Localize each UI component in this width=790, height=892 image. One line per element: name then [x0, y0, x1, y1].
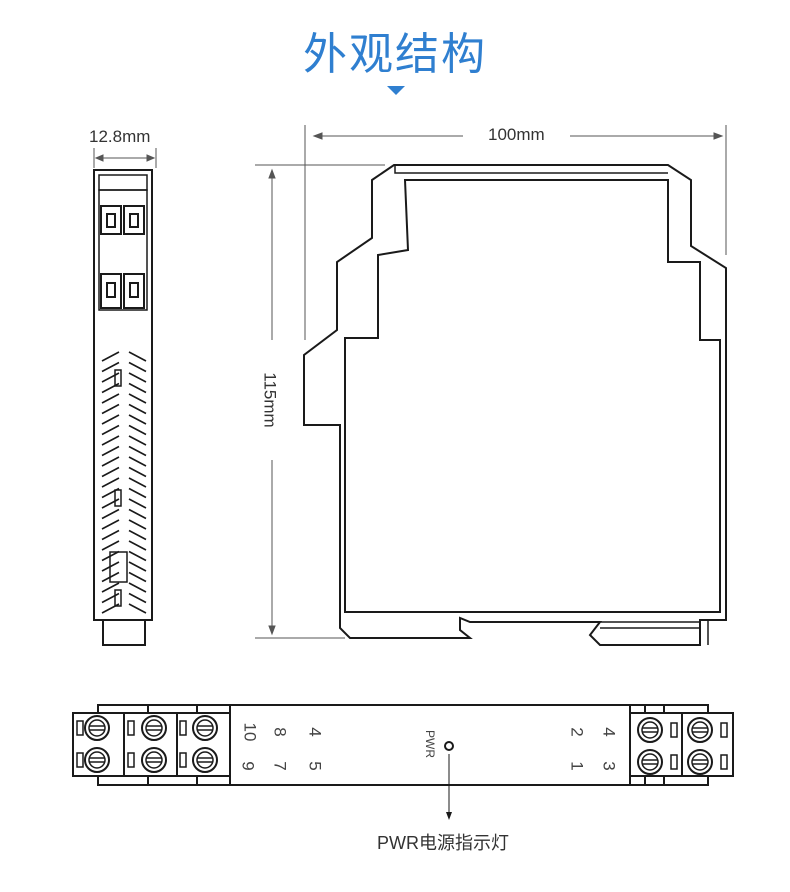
terminal-screw-icon: [637, 717, 663, 743]
terminal-slot: [76, 720, 84, 736]
length-label: 100mm: [488, 125, 545, 144]
terminal-label: 10: [240, 722, 260, 742]
vent-slot: [101, 403, 147, 415]
vent-slot: [101, 477, 147, 488]
vent-slot: [101, 498, 147, 509]
side-view: [303, 164, 727, 646]
vent-slot: [101, 414, 147, 425]
terminal-slot: [720, 722, 728, 738]
terminal-slot: [127, 752, 135, 768]
terminal-slot: [179, 752, 187, 768]
terminal-screw-icon: [687, 749, 713, 775]
pwr-caption: PWR电源指示灯: [377, 833, 509, 853]
vent-slot: [101, 382, 147, 394]
vent-slot: [101, 487, 147, 499]
terminal-label: 4: [599, 727, 619, 737]
vent-slot: [101, 540, 147, 551]
height-dimension: [255, 164, 385, 639]
top-view: [72, 704, 734, 820]
width-label: 12.8mm: [89, 127, 151, 146]
vent-slot: [101, 372, 147, 383]
terminal-screw-icon: [192, 747, 218, 773]
length-dimension: [304, 125, 727, 340]
terminal-screw-icon: [637, 749, 663, 775]
vent-slot: [101, 435, 147, 446]
width-dimension: [93, 148, 157, 168]
pwr-label: PWR: [423, 730, 437, 758]
terminal-label: 4: [305, 727, 325, 737]
vent-slot: [101, 466, 147, 478]
terminal-screw-icon: [687, 717, 713, 743]
vent-slot: [101, 592, 147, 604]
vent-slot: [101, 445, 147, 457]
front-view: [93, 169, 153, 646]
vent-slot: [101, 361, 147, 373]
terminal-label: 9: [238, 761, 258, 771]
title-marker-icon: [387, 86, 405, 95]
vent-slot: [101, 519, 147, 530]
terminal-slot: [670, 722, 678, 738]
vent-slot: [101, 571, 147, 583]
terminal-slot: [720, 754, 728, 770]
vent-slot: [101, 561, 147, 572]
pwr-led-icon: [444, 741, 454, 751]
terminal-label: 8: [270, 727, 290, 737]
terminal-label: 5: [305, 761, 325, 771]
terminal-screw-icon: [141, 747, 167, 773]
vent-slot: [101, 582, 147, 593]
terminal-slot: [179, 720, 187, 736]
vent-slot: [101, 393, 147, 404]
terminal-label: 3: [599, 761, 619, 771]
terminal-slot: [127, 720, 135, 736]
terminal-screw-icon: [192, 715, 218, 741]
vent-slot: [101, 603, 147, 614]
section-title: 外观结构: [303, 29, 487, 80]
vent-slot: [101, 424, 147, 436]
terminal-slot: [670, 754, 678, 770]
terminal-label: 2: [567, 727, 587, 737]
vent-slot: [101, 550, 147, 562]
terminal-screw-icon: [141, 715, 167, 741]
terminal-screw-icon: [84, 715, 110, 741]
vent-slot: [101, 508, 147, 520]
terminal-label: 1: [567, 761, 587, 771]
vent-slot: [101, 351, 147, 362]
vent-slot: [101, 529, 147, 541]
terminal-label: 7: [270, 761, 290, 771]
terminal-slot: [76, 752, 84, 768]
vent-slot: [101, 456, 147, 467]
height-label: 115mm: [260, 372, 280, 428]
terminal-screw-icon: [84, 747, 110, 773]
